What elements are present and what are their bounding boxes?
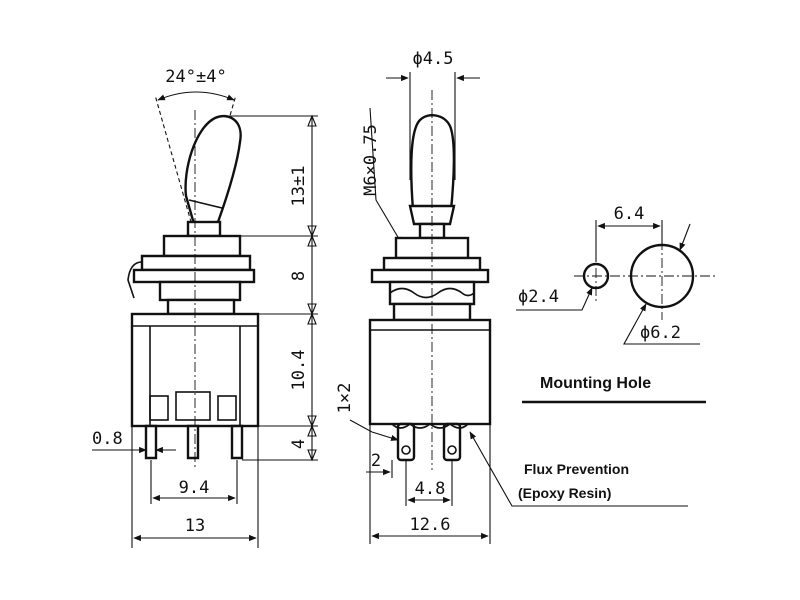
front-lever [184, 114, 242, 226]
front-terminal-block-2 [175, 391, 211, 421]
small-hole-circle [582, 262, 610, 290]
large-hole-leader-top [679, 223, 691, 251]
pitch-leader [349, 419, 399, 441]
dim-body-height: 10.4 [289, 350, 309, 391]
dim-small-hole: ϕ2.4 [518, 287, 559, 307]
side-view: ϕ4.5 M6×0.75 1×2 2 [335, 49, 688, 544]
dim-bushing-height: 8 [289, 271, 309, 281]
front-lower-nut [158, 280, 242, 302]
flux-leader [469, 431, 688, 507]
front-terminal-left [144, 424, 158, 460]
side-flange [370, 268, 490, 284]
dim-lever-diameter: ϕ4.5 [413, 49, 454, 69]
side-terminal-right-hole [447, 445, 457, 455]
front-terminal-right [230, 424, 244, 460]
dim-terminal-spacing: 9.4 [179, 478, 210, 498]
front-upper-nut [162, 234, 242, 258]
dim-terminal-thickness: 0.8 [92, 429, 123, 449]
dim-large-hole: ϕ6.2 [640, 323, 681, 343]
epoxy-resin-detail [391, 422, 469, 429]
dim-width-front: 13 [185, 516, 205, 536]
dim-angle: 24°±4° [165, 67, 226, 87]
front-washer [140, 254, 252, 272]
dim-lever-length: 13±1 [289, 166, 309, 207]
side-lever-collar [408, 204, 456, 226]
flux-label-line2: (Epoxy Resin) [518, 485, 611, 501]
front-terminal-mid [186, 424, 200, 460]
dim-terminal-pitch: 1×2 [335, 383, 355, 414]
large-hole-circle [629, 243, 695, 309]
front-view: 13±1 8 10.4 4 24°±4° 0.8 9.4 13 [92, 67, 318, 548]
angle-arc [157, 91, 235, 101]
side-nut-detail [389, 287, 475, 299]
dim-pitch-4-8: 4.8 [415, 479, 446, 499]
angle-line-left [154, 94, 196, 237]
dim-hole-spacing: 6.4 [614, 204, 645, 224]
front-lock-tab [127, 261, 143, 299]
front-flange [132, 268, 256, 284]
dim-thread: M6×0.75 [361, 124, 381, 196]
side-lever [410, 114, 456, 212]
flux-label-line1: Flux Prevention [524, 461, 629, 477]
side-body [368, 318, 492, 426]
thread-leader [369, 107, 403, 245]
front-terminal-block-3 [217, 395, 237, 421]
side-terminal-left-hole [401, 445, 411, 455]
dim-terminal-length: 4 [289, 439, 309, 449]
dim-pitch-2: 2 [371, 451, 381, 471]
large-hole-leader [623, 303, 700, 345]
front-lever-collar [188, 199, 223, 209]
dim-width-side: 12.6 [410, 515, 451, 535]
mounting-hole-view: 6.4 ϕ2.4 ϕ6.2 Mounting Hole [516, 204, 716, 404]
front-neck [166, 298, 236, 316]
mounting-hole-label: Mounting Hole [540, 375, 651, 392]
front-lever-base [186, 220, 222, 238]
front-terminal-block-1 [149, 395, 169, 421]
small-hole-leader [516, 287, 593, 311]
